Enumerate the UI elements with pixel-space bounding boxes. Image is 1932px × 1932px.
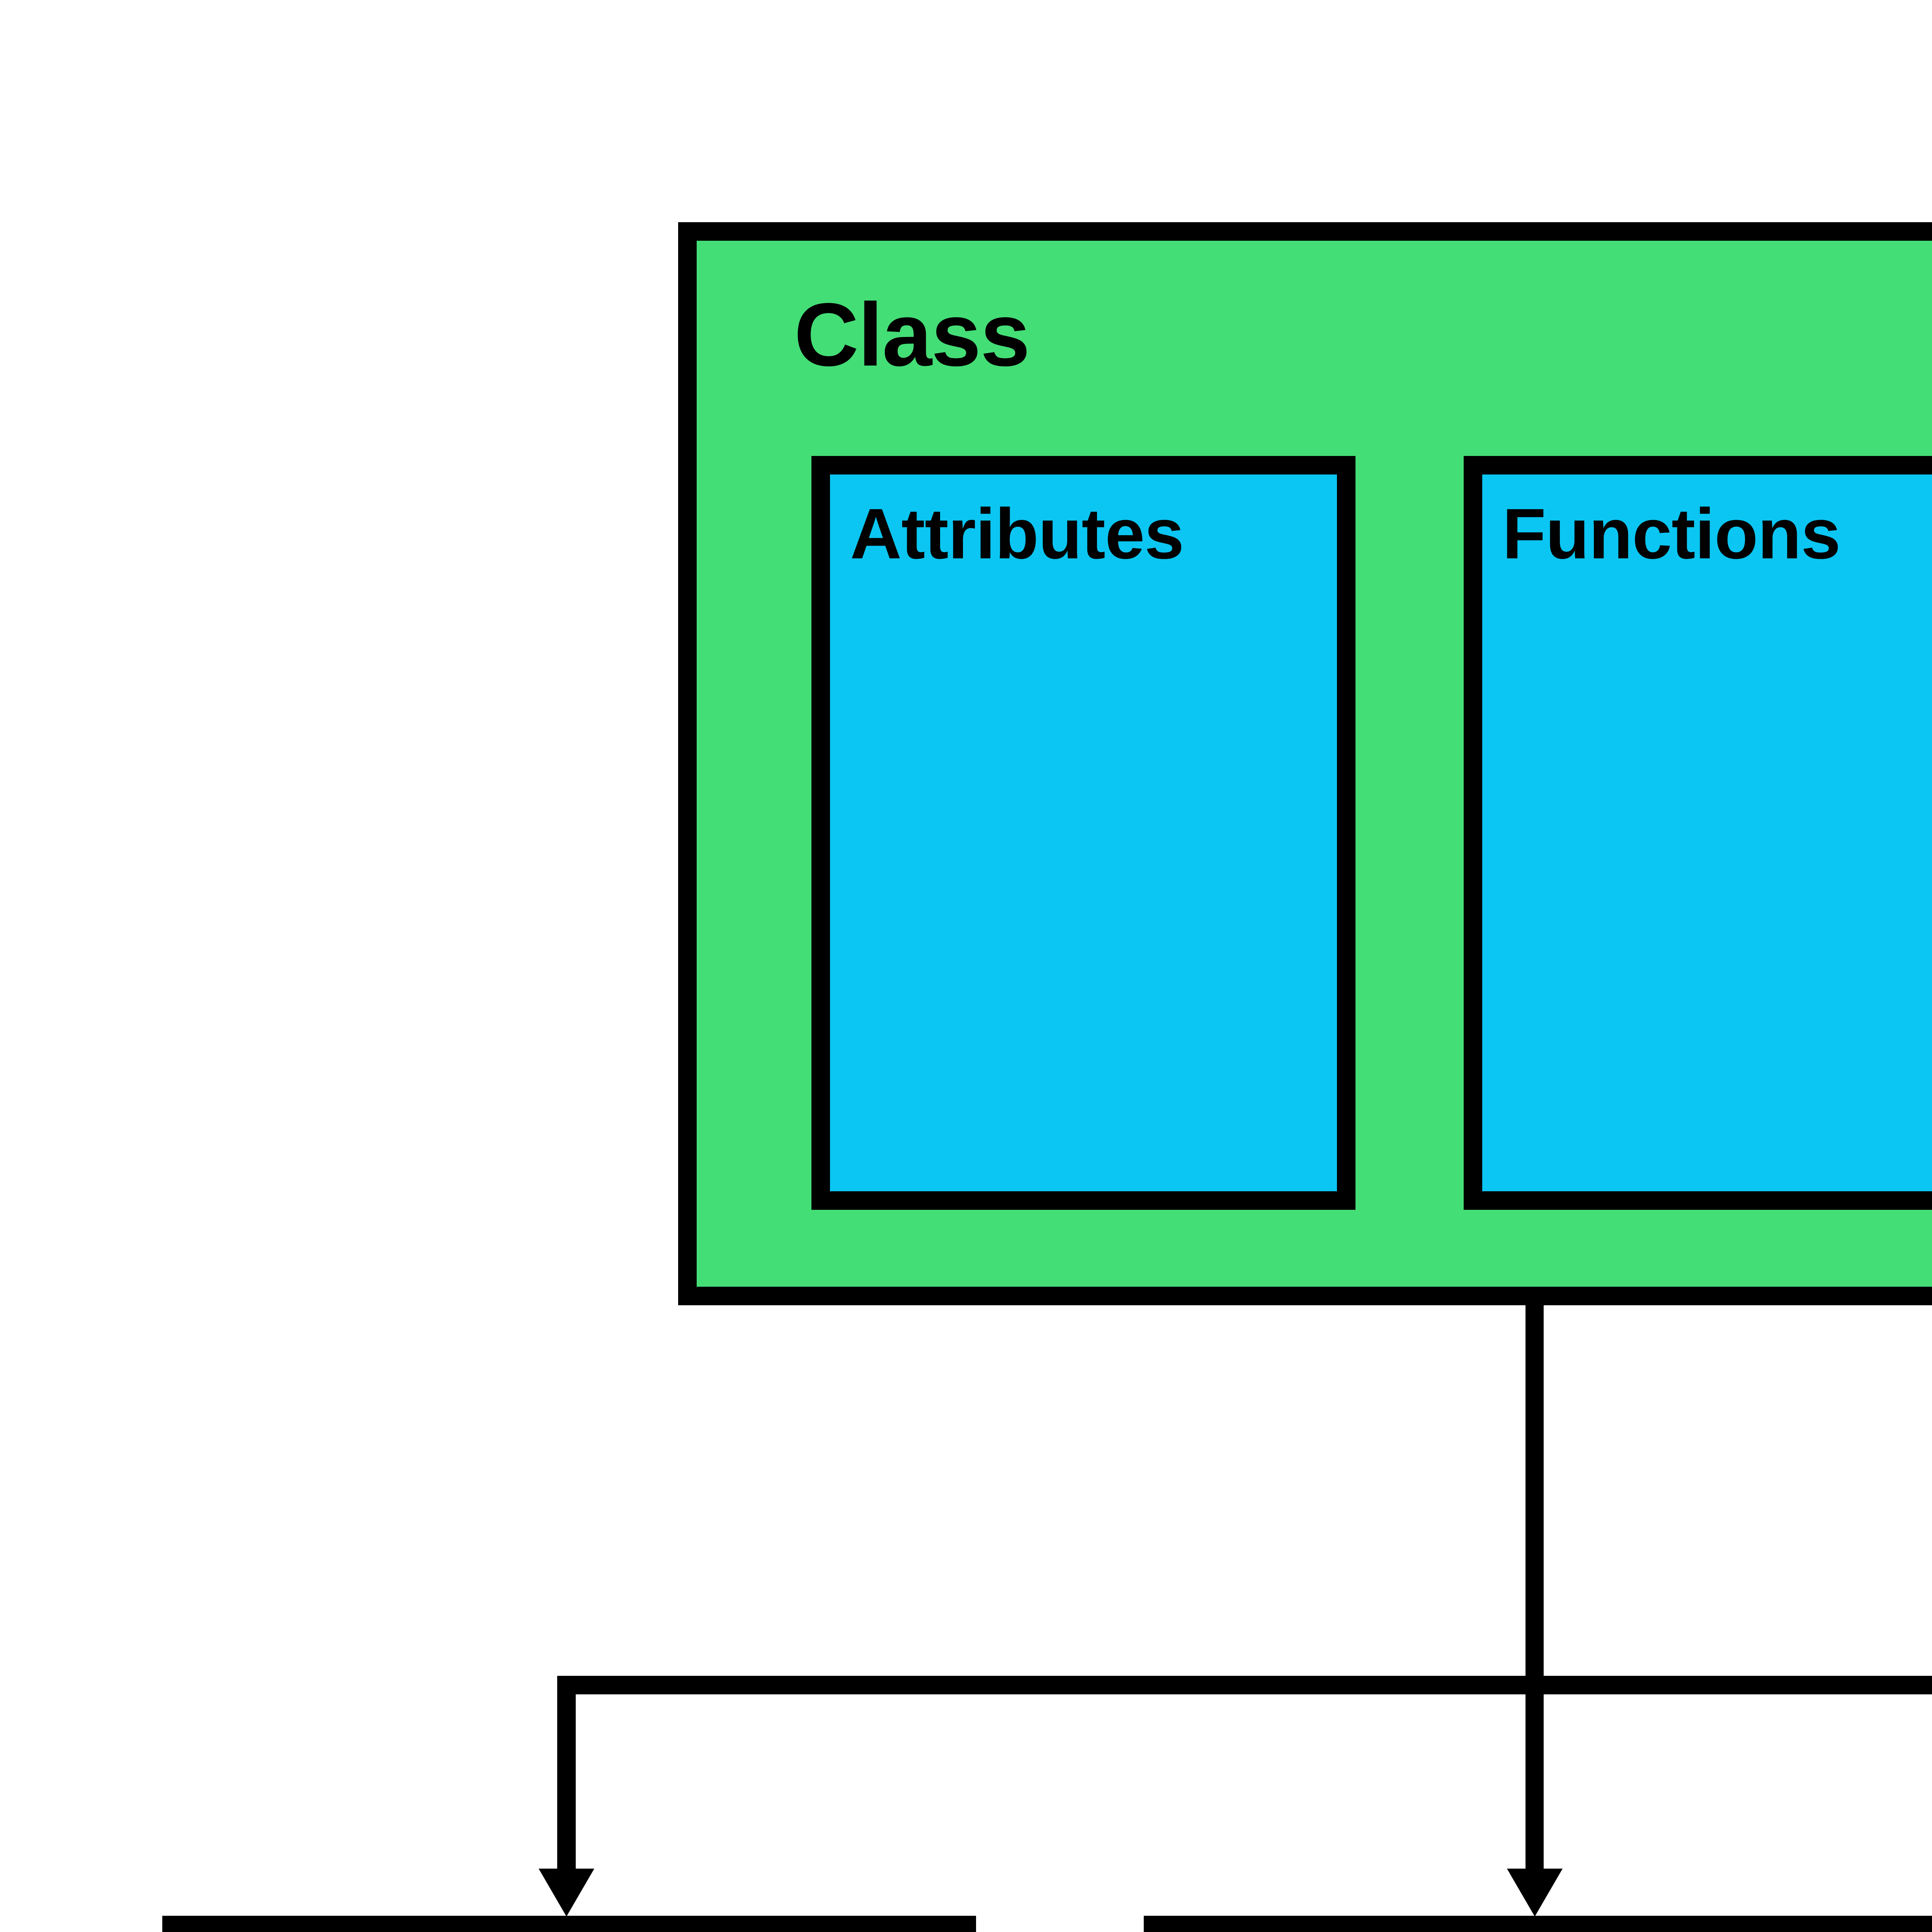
class-member-functions[interactable]: Functions (1464, 456, 1932, 1210)
arrowhead-icon-object-1 (539, 1869, 594, 1917)
connector-trunk (1526, 1305, 1544, 1869)
class-member-attributes-label: Attributes (850, 494, 1184, 574)
connector-bus (557, 1676, 1932, 1694)
class-node[interactable]: Class Attributes Functions (678, 222, 1932, 1305)
class-member-attributes[interactable]: Attributes (811, 456, 1355, 1210)
object-node-1[interactable]: Object 1 (162, 1916, 976, 1932)
connector-drop-object-1 (557, 1694, 576, 1869)
object-node-2[interactable]: Object 2 (1144, 1916, 1932, 1932)
class-node-label: Class (794, 285, 1030, 385)
arrowhead-icon-object-2 (1507, 1869, 1563, 1917)
class-member-functions-label: Functions (1502, 494, 1841, 574)
